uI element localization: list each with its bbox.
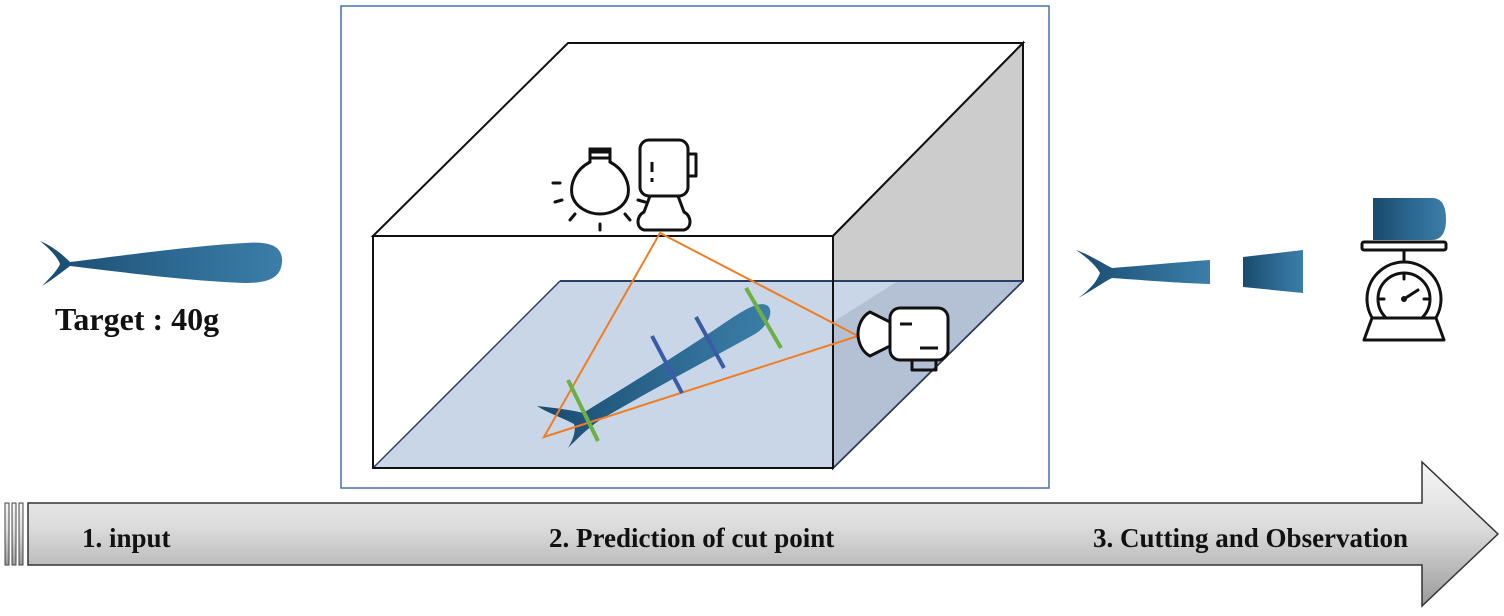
fish-icon (40, 241, 283, 286)
fish-in-box (537, 304, 771, 448)
light-bulb-icon (551, 147, 647, 232)
cut-fish-icon (1076, 250, 1303, 298)
step-label-cutting: 3. Cutting and Observation (1093, 523, 1408, 553)
cut-line-blue (694, 316, 726, 369)
camera-side-icon (856, 306, 950, 372)
cut-line-green (566, 379, 600, 442)
cut-line-blue (650, 335, 684, 394)
step-label-prediction: 2. Prediction of cut point (549, 523, 834, 553)
weighing-scale-icon (1360, 198, 1448, 342)
camera-top-icon (636, 138, 698, 232)
target-weight-label: Target : 40g (55, 301, 219, 337)
cut-line-green (744, 286, 783, 350)
step-label-input: 1. input (82, 523, 171, 553)
process-arrow (4, 460, 1500, 608)
laser-projection (541, 231, 861, 439)
